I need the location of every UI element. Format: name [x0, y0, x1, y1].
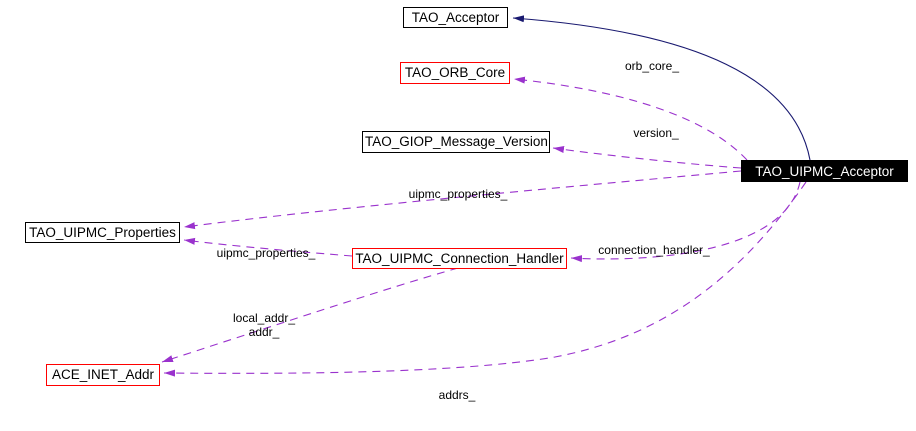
node-tao-uipmc-acceptor: TAO_UIPMC_Acceptor — [741, 160, 908, 182]
edge-addrs — [163, 181, 807, 377]
edge-uipmc-properties-from-acceptor — [183, 170, 742, 230]
edge-label-local-addr-addr: local_addr_ addr_ — [233, 311, 295, 339]
node-tao-giop-message-version[interactable]: TAO_GIOP_Message_Version — [362, 131, 550, 153]
edge-label-local-addr: local_addr_ — [232, 311, 296, 325]
edge-orb-core — [513, 76, 748, 161]
edge-label-version: version_ — [633, 126, 679, 140]
node-tao-uipmc-connection-handler[interactable]: TAO_UIPMC_Connection_Handler — [352, 248, 567, 269]
edge-version — [552, 146, 742, 169]
node-ace-inet-addr[interactable]: ACE_INET_Addr — [46, 364, 160, 386]
edge-label-uipmc-properties-lower: uipmc_properties_ — [216, 246, 316, 260]
node-tao-uipmc-properties[interactable]: TAO_UIPMC_Properties — [25, 222, 180, 243]
edge-local-addr — [161, 267, 459, 363]
edge-label-uipmc-properties-upper: uipmc_properties_ — [408, 187, 508, 201]
edge-connection-handler — [570, 181, 801, 263]
edge-label-orb-core: orb_core_ — [624, 59, 680, 73]
edge-label-addr: addr_ — [248, 325, 280, 339]
node-tao-orb-core[interactable]: TAO_ORB_Core — [400, 62, 510, 84]
edge-label-connection-handler: connection_handler_ — [598, 243, 710, 257]
edge-label-addrs: addrs_ — [438, 388, 476, 402]
edge-inheritance-tao-acceptor — [512, 15, 811, 161]
edge-uipmc-properties-from-handler — [183, 237, 353, 257]
node-tao-acceptor[interactable]: TAO_Acceptor — [403, 7, 508, 28]
